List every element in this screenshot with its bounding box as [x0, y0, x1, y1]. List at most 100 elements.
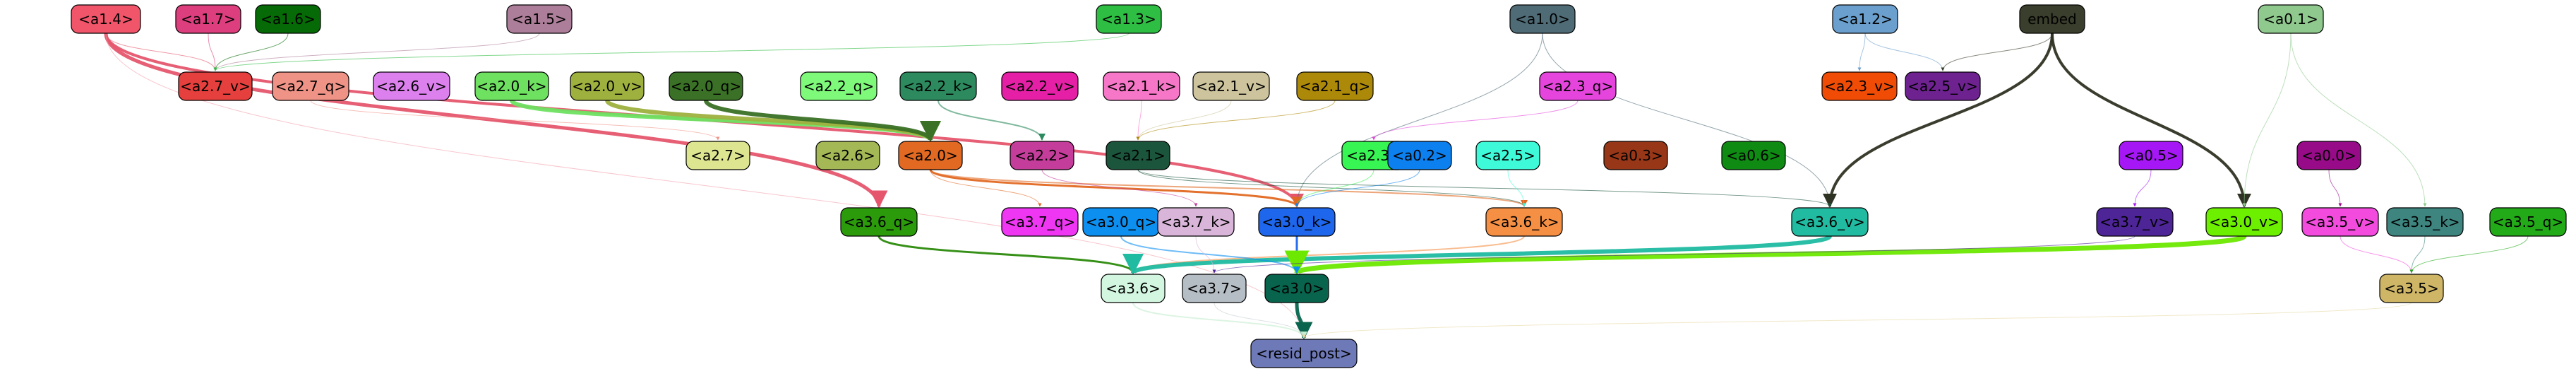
- node-a2.0_v[interactable]: <a2.0_v>: [570, 71, 645, 101]
- node-label: <a3.0_q>: [1086, 213, 1156, 230]
- node-box: [1157, 207, 1235, 237]
- node-box: [1001, 71, 1079, 101]
- node-a3.7_k[interactable]: <a3.7_k>: [1157, 207, 1235, 237]
- node-label: <a1.5>: [512, 11, 567, 28]
- node-a3.5_k[interactable]: <a3.5_k>: [2386, 207, 2464, 237]
- edge-a2.1-to-a3.6_v: [1137, 169, 1832, 207]
- node-box: [2386, 207, 2464, 237]
- node-box: [1010, 141, 1074, 170]
- node-label: <a2.0>: [903, 147, 958, 164]
- node-label: <a2.2>: [1014, 147, 1070, 164]
- node-a2.1[interactable]: <a2.1>: [1106, 141, 1170, 170]
- node-a3.7_v[interactable]: <a3.7_v>: [2096, 207, 2174, 237]
- node-a2.6[interactable]: <a2.6>: [815, 141, 880, 170]
- node-box: [1539, 71, 1617, 101]
- edge-a1.0-to-a3.6_v: [1542, 33, 1832, 207]
- node-a2.3_v[interactable]: <a2.3_v>: [1821, 71, 1898, 101]
- node-label: <a3.5_v>: [2305, 213, 2375, 230]
- node-a3.7[interactable]: <a3.7>: [1182, 274, 1247, 303]
- node-label: <a3.6_q>: [844, 213, 914, 230]
- node-label: <a1.0>: [1515, 11, 1570, 28]
- edge-a1.7-to-a2.7_v: [208, 33, 217, 71]
- node-embed[interactable]: embed: [2019, 4, 2085, 34]
- node-box: [1296, 71, 1374, 101]
- node-a2.1_k[interactable]: <a2.1_k>: [1103, 71, 1180, 101]
- node-a2.7[interactable]: <a2.7>: [685, 141, 750, 170]
- node-label: <a2.2_k>: [903, 78, 973, 95]
- node-a3.0_k[interactable]: <a3.0_k>: [1258, 207, 1336, 237]
- node-a2.2_v[interactable]: <a2.2_v>: [1001, 71, 1079, 101]
- node-a2.0[interactable]: <a2.0>: [898, 141, 963, 170]
- node-a3.0_v[interactable]: <a3.0_v>: [2205, 207, 2283, 237]
- node-a2.0_q[interactable]: <a2.0_q>: [669, 71, 743, 101]
- node-a3.6_q[interactable]: <a3.6_q>: [840, 207, 918, 237]
- node-a3.6_v[interactable]: <a3.6_v>: [1791, 207, 1869, 237]
- node-a1.5[interactable]: <a1.5>: [506, 4, 573, 34]
- node-a1.3[interactable]: <a1.3>: [1096, 4, 1162, 34]
- node-a0.6[interactable]: <a0.6>: [1721, 141, 1786, 170]
- node-a0.5[interactable]: <a0.5>: [2119, 141, 2183, 170]
- node-box: [1101, 274, 1166, 303]
- node-a1.7[interactable]: <a1.7>: [175, 4, 241, 34]
- node-label: <a3.6_k>: [1489, 213, 1559, 230]
- node-label: <a2.2_q>: [803, 78, 874, 95]
- node-label: embed: [2027, 11, 2076, 28]
- node-a1.6[interactable]: <a1.6>: [255, 4, 321, 34]
- node-label: <a2.0_v>: [572, 78, 642, 95]
- edge-a2.7_q-to-a2.7: [310, 100, 720, 141]
- node-a2.0_k[interactable]: <a2.0_k>: [474, 71, 549, 101]
- node-label: <a2.1>: [1110, 147, 1166, 164]
- node-a2.5_v[interactable]: <a2.5_v>: [1905, 71, 1981, 101]
- edge-a1.4-to-a2.7_v: [105, 33, 217, 71]
- node-a3.5[interactable]: <a3.5>: [2379, 274, 2444, 303]
- node-a3.0_q[interactable]: <a3.0_q>: [1082, 207, 1160, 237]
- node-a2.7_q[interactable]: <a2.7_q>: [272, 71, 349, 101]
- node-a2.7_v[interactable]: <a2.7_v>: [178, 71, 253, 101]
- node-label: <a0.3>: [1608, 147, 1663, 164]
- node-a3.6_k[interactable]: <a3.6_k>: [1485, 207, 1563, 237]
- node-a2.1_v[interactable]: <a2.1_v>: [1192, 71, 1270, 101]
- node-label: <a2.3_v>: [1824, 78, 1894, 95]
- node-a0.2[interactable]: <a0.2>: [1387, 141, 1452, 170]
- node-a2.1_q[interactable]: <a2.1_q>: [1296, 71, 1374, 101]
- node-box: [175, 4, 241, 34]
- node-box: [1509, 4, 1576, 34]
- edge-a3.7_v-to-a3.7: [1212, 235, 2135, 274]
- node-a2.6_v[interactable]: <a2.6_v>: [373, 71, 450, 101]
- node-a1.0[interactable]: <a1.0>: [1509, 4, 1576, 34]
- node-box: [800, 71, 877, 101]
- node-label: <a3.5_q>: [2493, 213, 2563, 230]
- node-a1.2[interactable]: <a1.2>: [1832, 4, 1898, 34]
- node-a2.2_k[interactable]: <a2.2_k>: [899, 71, 977, 101]
- node-box: [1485, 207, 1563, 237]
- node-box: [1192, 71, 1270, 101]
- node-box: [2096, 207, 2174, 237]
- node-box: [685, 141, 750, 170]
- node-a3.5_q[interactable]: <a3.5_q>: [2489, 207, 2567, 237]
- node-a0.3[interactable]: <a0.3>: [1603, 141, 1668, 170]
- node-a1.4[interactable]: <a1.4>: [71, 4, 141, 34]
- edge-embed-to-a3.6_v: [1823, 33, 2054, 208]
- node-a3.7_q[interactable]: <a3.7_q>: [1001, 207, 1079, 237]
- node-a0.1[interactable]: <a0.1>: [2258, 4, 2324, 34]
- node-label: <a3.0>: [1269, 280, 1324, 297]
- node-label: <a3.0_k>: [1262, 213, 1331, 230]
- node-box: [1603, 141, 1668, 170]
- edge-a3.6_q-to-a3.6: [877, 235, 1139, 274]
- node-a2.2[interactable]: <a2.2>: [1010, 141, 1074, 170]
- node-a3.5_v[interactable]: <a3.5_v>: [2301, 207, 2379, 237]
- node-box: [71, 4, 141, 34]
- node-label: <a3.7_v>: [2099, 213, 2169, 230]
- node-a2.3_q[interactable]: <a2.3_q>: [1539, 71, 1617, 101]
- edges-layer: [104, 33, 2529, 340]
- node-a3.0[interactable]: <a3.0>: [1264, 274, 1329, 303]
- node-box: [1096, 4, 1162, 34]
- node-a2.5[interactable]: <a2.5>: [1475, 141, 1540, 170]
- node-a0.0[interactable]: <a0.0>: [2296, 141, 2361, 170]
- node-a3.6[interactable]: <a3.6>: [1101, 274, 1166, 303]
- node-label: <a0.5>: [2123, 147, 2179, 164]
- node-resid_post[interactable]: <resid_post>: [1250, 339, 1358, 368]
- node-a2.2_q[interactable]: <a2.2_q>: [800, 71, 877, 101]
- node-box: [840, 207, 918, 237]
- edge-a2.3-to-a3.0_k: [1295, 169, 1374, 207]
